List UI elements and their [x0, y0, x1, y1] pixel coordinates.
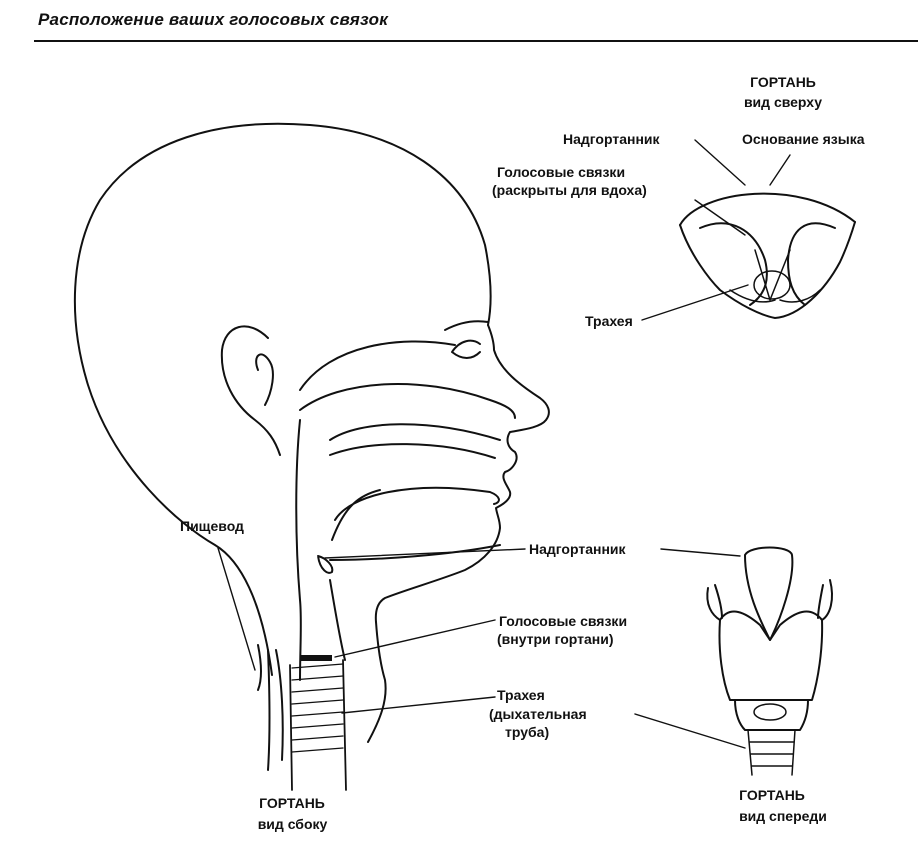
- larynx-top-outline: [679, 221, 856, 319]
- vocal-cord-marker: [300, 655, 332, 661]
- side-view-subheading: вид сбоку: [257, 816, 328, 832]
- front-view-heading: ГОРТАНЬ: [739, 787, 805, 803]
- tongue-base-top: [679, 192, 856, 226]
- line-esophagus: [217, 547, 256, 671]
- line-front-trachea: [634, 713, 746, 749]
- side-view-heading: ГОРТАНЬ: [259, 795, 325, 811]
- epiglottis-front: [744, 546, 794, 641]
- cricoid-front: [753, 703, 787, 721]
- side-trachea-label-1: Трахея: [497, 687, 545, 703]
- line-top-tongue: [769, 154, 791, 186]
- pointer-lines: [217, 139, 791, 749]
- palate: [329, 423, 501, 459]
- larynx-front-illustration: [706, 546, 833, 776]
- arytenoids: [729, 289, 821, 303]
- larynx-side: [329, 579, 346, 661]
- line-side-cords: [334, 619, 496, 658]
- tongue: [331, 486, 500, 541]
- page-title: Расположение ваших голосовых связок: [38, 10, 389, 29]
- top-epiglottis-label: Надгортанник: [563, 131, 660, 147]
- top-view-heading: ГОРТАНЬ: [750, 74, 816, 90]
- cords-left: [699, 222, 768, 306]
- line-side-epiglottis: [324, 548, 526, 559]
- thyroid-cartilage: [718, 610, 824, 701]
- top-cords-label-2: (раскрыты для вдоха): [492, 182, 647, 198]
- side-trachea-label-3: труба): [505, 724, 550, 740]
- side-trachea-label-2: (дыхательная: [489, 706, 587, 722]
- trachea-front: [747, 729, 796, 776]
- pharynx-wall: [295, 419, 302, 681]
- neck-front: [367, 621, 387, 743]
- cricoid: [734, 699, 809, 731]
- floor-of-mouth: [329, 544, 501, 561]
- top-cords-label-1: Голосовые связки: [497, 164, 626, 180]
- epiglottis-side: [317, 555, 334, 574]
- eye: [451, 339, 481, 359]
- larynx-top-illustration: [679, 192, 856, 319]
- side-epiglottis-label: Надгортанник: [529, 541, 626, 557]
- ear-outline: [220, 325, 281, 456]
- esophagus-tube: [257, 644, 284, 771]
- head-outline: [73, 122, 492, 676]
- trachea-rings: [289, 659, 347, 791]
- horn-left: [706, 584, 723, 621]
- line-top-cords: [694, 199, 746, 236]
- front-view-subheading: вид спереди: [739, 808, 827, 824]
- side-cords-label-1: Голосовые связки: [499, 613, 628, 629]
- top-tongue-base-label: Основание языка: [742, 131, 865, 147]
- title-rule: [34, 40, 918, 42]
- face-profile: [374, 324, 550, 623]
- line-top-epiglottis: [694, 139, 746, 186]
- top-trachea-label: Трахея: [585, 313, 633, 329]
- horn-right: [817, 579, 833, 621]
- glottis: [754, 249, 791, 301]
- trachea-ring-top: [753, 270, 791, 300]
- esophagus-label: Пищевод: [180, 518, 244, 534]
- head-side-illustration: [73, 122, 550, 791]
- line-top-trachea: [641, 284, 749, 321]
- line-side-trachea: [341, 696, 496, 714]
- nasal-cavity: [299, 340, 516, 419]
- ear-inner: [255, 353, 274, 406]
- top-view-subheading: вид сверху: [743, 94, 823, 110]
- side-cords-label-2: (внутри гортани): [497, 631, 614, 647]
- brow: [444, 320, 489, 331]
- line-front-epiglottis: [660, 548, 741, 557]
- cords-right: [787, 222, 836, 306]
